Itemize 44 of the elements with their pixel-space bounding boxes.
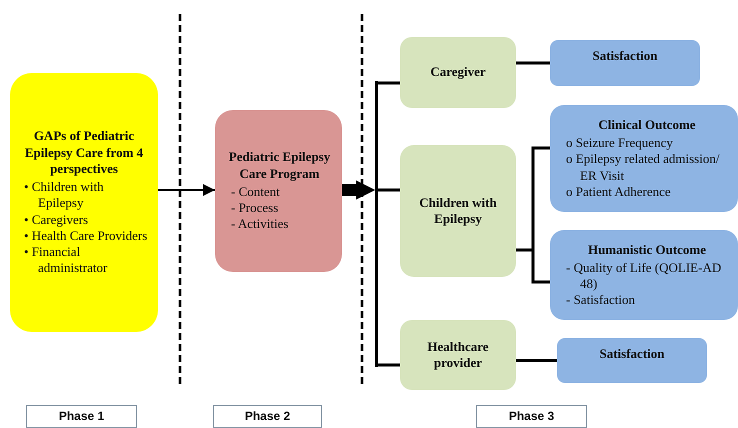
arrow xyxy=(158,184,215,196)
block-arrow xyxy=(342,180,376,200)
connector-line xyxy=(516,62,550,64)
box-label: Satisfaction xyxy=(592,48,658,64)
gaps-box xyxy=(10,73,158,332)
list-item: • Financial administrator xyxy=(24,244,108,277)
list-item: • Health Care Providers xyxy=(24,228,148,244)
list-item: - Satisfaction xyxy=(566,292,636,308)
list-item: - Content xyxy=(231,184,281,200)
stakeholder-box xyxy=(400,320,516,390)
phase-label: Phase 1 xyxy=(58,409,106,424)
list-item: - Activities xyxy=(231,216,290,233)
stakeholder-box xyxy=(400,37,516,108)
box-label: Healthcare provider xyxy=(426,338,490,372)
list-item: • Children with Epilepsy xyxy=(24,179,105,212)
connector-line xyxy=(516,359,557,362)
outcome-box xyxy=(557,338,707,383)
connector-line xyxy=(378,82,400,84)
bracket-line xyxy=(375,81,378,367)
box-heading: Pediatric Epilepsy Care Program xyxy=(228,149,332,182)
outcome-box xyxy=(550,40,700,86)
connector-line xyxy=(516,248,550,284)
connector-line xyxy=(378,364,400,366)
box-label: Caregiver xyxy=(429,64,487,81)
outcome-box xyxy=(550,105,738,212)
list-item: • Caregivers xyxy=(24,212,90,228)
program-box xyxy=(215,110,342,272)
phase-label: Phase 3 xyxy=(508,409,556,424)
box-heading: Humanistic Outcome xyxy=(586,242,708,258)
list-item: o Patient Adherence xyxy=(566,184,672,200)
connector-line xyxy=(378,188,400,192)
phase-box xyxy=(213,405,322,428)
box-label: Children with Epilepsy xyxy=(418,194,498,228)
phase-label: Phase 2 xyxy=(244,409,292,424)
list-item: o Seizure Frequency xyxy=(566,135,674,152)
stakeholder-box xyxy=(400,145,516,277)
list-item: - Process xyxy=(231,200,280,216)
box-label: Satisfaction xyxy=(598,346,666,362)
box-heading: GAPs of Pediatric Epilepsy Care from 4 perspectives xyxy=(24,128,144,178)
phase-box xyxy=(476,405,587,428)
box-heading: Clinical Outcome xyxy=(597,116,697,134)
phase-box xyxy=(26,405,137,428)
outcome-box xyxy=(550,230,738,320)
list-item: - Quality of Life (QOLIE-AD 48) xyxy=(566,260,722,292)
